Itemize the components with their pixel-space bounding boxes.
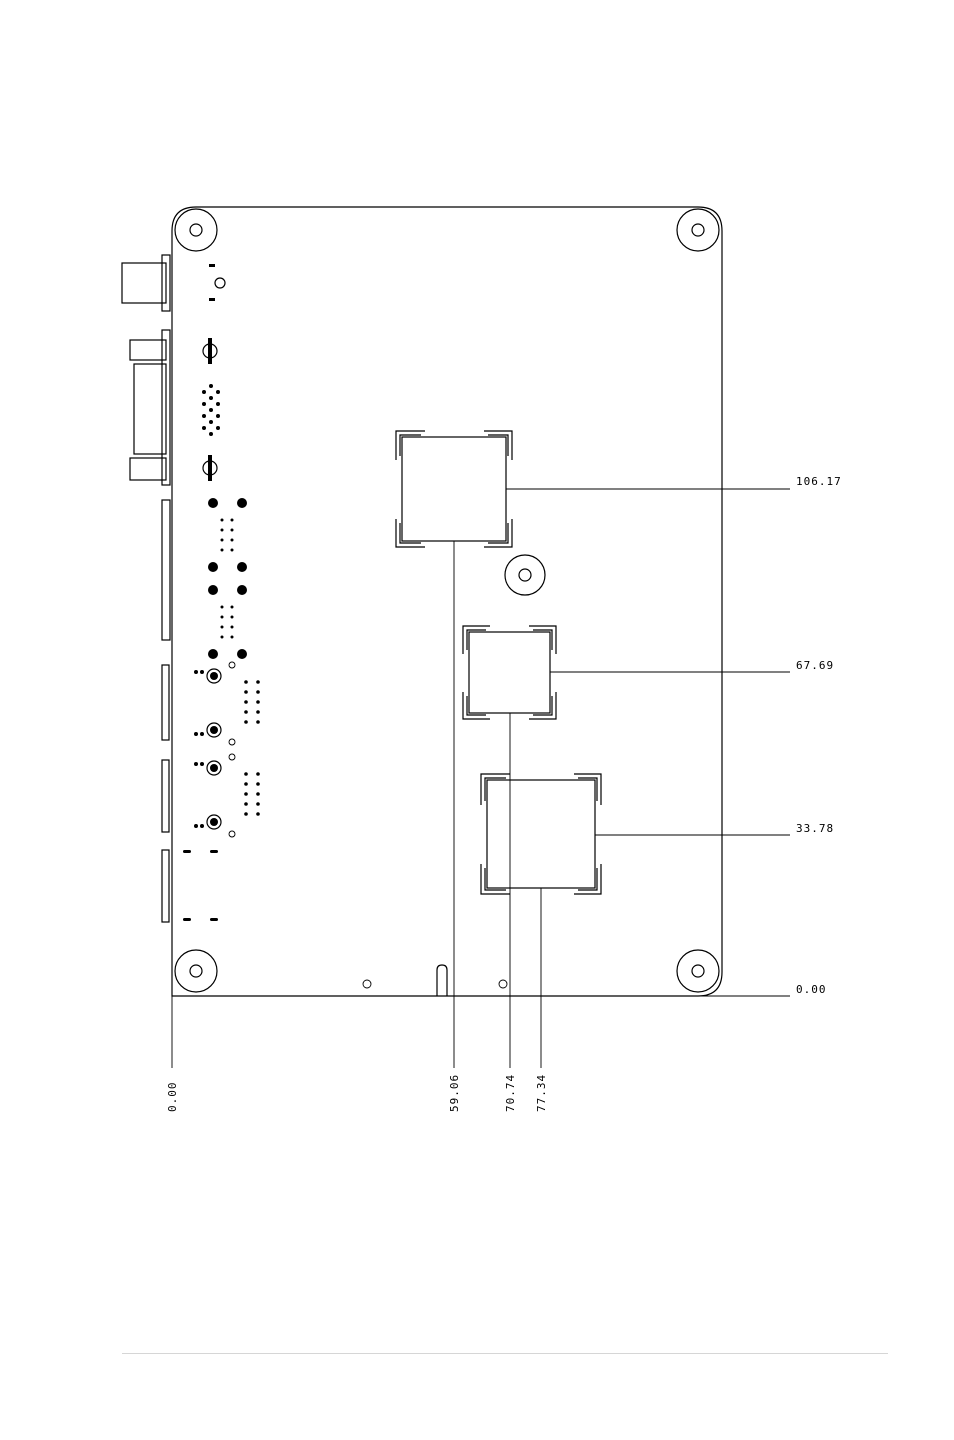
edge-connectors (122, 255, 170, 922)
dim-y-33-78: 33.78 (796, 822, 834, 835)
mounting-holes (175, 209, 719, 992)
component-block-top (396, 431, 512, 547)
dim-x-59-06: 59.06 (448, 1074, 461, 1112)
dim-y-0-00: 0.00 (796, 983, 827, 996)
component-pads (183, 264, 260, 921)
dim-y-106-17: 106.17 (796, 475, 842, 488)
lan-pad-grid (194, 662, 260, 837)
vga-pin-grid (202, 384, 220, 436)
dim-y-67-69: 67.69 (796, 659, 834, 672)
dim-x-0-00: 0.00 (166, 1082, 179, 1113)
board-outline (172, 207, 722, 996)
x-dimension-labels: 0.00 59.06 70.74 77.34 (166, 1074, 548, 1112)
usb-pad-grid (208, 498, 247, 659)
small-pad-pairs (183, 850, 218, 921)
component-block-bottom (481, 774, 601, 894)
bottom-edge-details (363, 965, 507, 996)
y-dimension-labels: 106.17 67.69 33.78 0.00 (796, 475, 842, 996)
footer-rule (122, 1353, 888, 1354)
dim-x-77-34: 77.34 (535, 1074, 548, 1112)
dim-x-70-74: 70.74 (504, 1074, 517, 1112)
component-block-middle (463, 626, 556, 719)
